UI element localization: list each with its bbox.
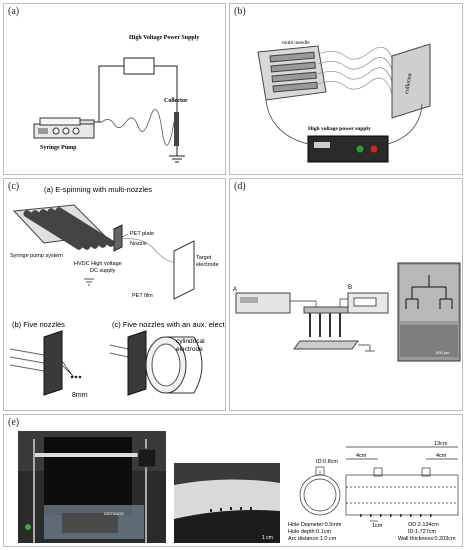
- pet-film-label: PET film: [132, 293, 153, 299]
- id-label: ID:1.727cm: [408, 529, 437, 535]
- panel-c: (c) (a) E-spinning with multi-nozzles PE…: [3, 178, 226, 411]
- sub-b-title: (b) Five nozzles: [12, 320, 65, 329]
- ground-icon: [169, 155, 185, 163]
- ground-icon: [358, 344, 375, 352]
- hole-depth: Hole depth:0.1cm: [288, 529, 332, 535]
- panel-e-label: (e): [8, 417, 20, 428]
- collector-plate: [293, 340, 359, 350]
- sub-c-title: (c) Five nozzles with an aux. electrode: [112, 320, 226, 329]
- tag-a: A: [233, 287, 237, 293]
- syringe-pump-system: [12, 204, 115, 250]
- panel-a-label: (a): [8, 6, 20, 17]
- tag-b: B: [348, 285, 352, 291]
- panel-c-label: (c): [8, 181, 20, 192]
- tube-drawing: [299, 446, 459, 522]
- hv-power-supply-box: [123, 57, 155, 75]
- panel-e-diagram: DISTANCE 1 cm: [18, 431, 459, 543]
- dim-left: 4cm: [356, 453, 367, 459]
- photo-tag: DISTANCE: [104, 511, 124, 516]
- tube-scale-label: 1 cm: [262, 535, 273, 541]
- cylindrical-electrode-illustration: [109, 330, 203, 396]
- cyl-label-2: electrode: [176, 346, 203, 353]
- dim-right: 4cm: [436, 453, 447, 459]
- hole-diameter: Hole Diameter:0.5mm: [288, 522, 342, 528]
- panel-b-label: (b): [234, 6, 246, 17]
- pet-plate-label: PET plate: [130, 231, 154, 237]
- od-label: OD:2.134cm: [408, 522, 439, 528]
- syringe-system-label: Syringe pump system: [10, 253, 63, 259]
- collector-label: collector: [404, 73, 414, 95]
- power-led-green: [356, 145, 364, 153]
- panel-e: (e) DISTANCE: [3, 414, 463, 547]
- cyl-label-1: cylindrical: [176, 338, 205, 345]
- hv-supply-label: High Voltage Power Supply: [129, 35, 199, 41]
- wall-label: Wall thickness:0.203cm: [398, 536, 456, 542]
- panel-c-diagram: (a) E-spinning with multi-nozzles PET pl…: [9, 185, 226, 399]
- collector-plate: [174, 112, 179, 146]
- nozzle-label: Nozzle: [130, 241, 147, 247]
- channel-network: [405, 275, 453, 309]
- syringe-pump-icon: [33, 117, 102, 139]
- arc-distance: Arc distance:1.0 cm: [288, 536, 337, 542]
- power-led-red: [370, 145, 378, 153]
- target-label-1: Target: [196, 255, 212, 261]
- dim-small: 1cm: [372, 523, 383, 529]
- panel-a: (a) High Voltage Power Supply Collector …: [3, 3, 226, 175]
- jet-path: [101, 108, 175, 146]
- hvdc-label-1: HVDC High voltage: [74, 261, 122, 267]
- pet-plate: [113, 224, 123, 252]
- syringe-pump-label: Syringe Pump: [40, 145, 77, 151]
- hole-markers: [360, 514, 432, 517]
- five-nozzles-illustration: [9, 330, 82, 396]
- scale-label: 500 µm: [436, 350, 450, 355]
- collector-plate: [391, 43, 431, 119]
- ground-icon: [84, 278, 94, 286]
- panel-b-diagram: multi-needle collector High voltage powe…: [257, 40, 431, 163]
- target-electrode: [173, 240, 195, 300]
- target-label-2: electrode: [196, 262, 219, 268]
- tube-photo: [174, 463, 280, 543]
- panel-a-diagram: High Voltage Power Supply Collector Syri…: [33, 35, 199, 163]
- hv-supply-label: High voltage power supply: [308, 126, 371, 132]
- multi-needle-block: [257, 45, 327, 101]
- multi-needle-label: multi-needle: [282, 40, 310, 46]
- c-title: (a) E-spinning with multi-nozzles: [44, 185, 152, 194]
- panel-d-label: (d): [234, 181, 246, 192]
- panel-b: (b) multi-needle collector High voltage …: [229, 3, 463, 175]
- dim-label: 8mm: [72, 392, 88, 399]
- apparatus-photo: [18, 431, 166, 543]
- panel-d: (d) A B: [229, 178, 463, 411]
- id-top: ID:0.8cm: [316, 459, 338, 465]
- hvdc-label-2: DC supply: [90, 268, 116, 274]
- collector-label: Collector: [164, 98, 188, 104]
- panel-d-diagram: A B: [233, 262, 461, 362]
- needle-manifold: [303, 306, 349, 314]
- dim-total: 13cm: [434, 441, 448, 447]
- needle-array: [309, 313, 341, 337]
